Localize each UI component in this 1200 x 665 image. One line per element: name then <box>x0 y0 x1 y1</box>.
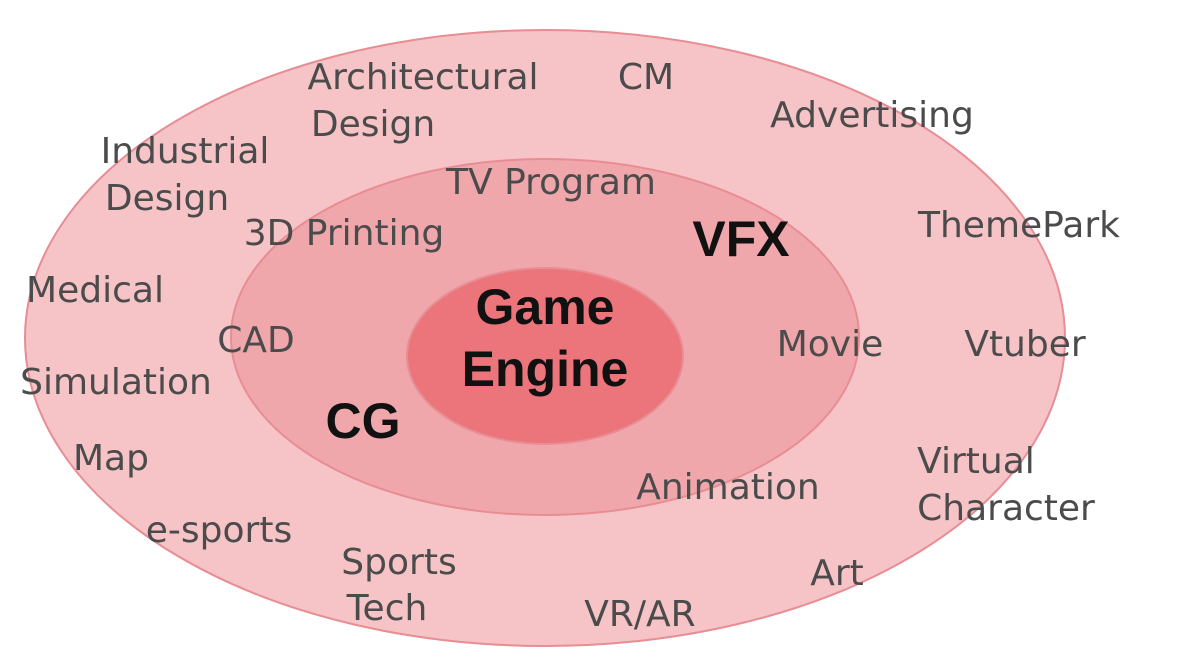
3d-printing-label: 3D Printing <box>244 213 445 254</box>
map-label: Map <box>73 438 149 479</box>
cm-label: CM <box>618 57 674 98</box>
core-label-engine: Engine <box>462 341 629 397</box>
vtuber-label: Vtuber <box>964 324 1086 365</box>
inner-ellipse <box>406 267 684 445</box>
advertising-label: Advertising <box>770 95 974 136</box>
art-label: Art <box>810 553 864 594</box>
virtual-character-label: Character <box>917 488 1095 529</box>
animation-label: Animation <box>636 467 820 508</box>
e-sports-label: e-sports <box>146 510 292 551</box>
architectural-label: Architectural <box>307 57 538 98</box>
tv-program-label: TV Program <box>445 162 656 203</box>
vr-ar-label: VR/AR <box>584 594 695 635</box>
industrial-label: Industrial <box>101 131 270 172</box>
cg-label: CG <box>326 393 401 449</box>
architectural-design-label: Design <box>311 104 435 145</box>
theme-park-label: ThemePark <box>917 205 1120 246</box>
virtual-label: Virtual <box>917 441 1035 482</box>
core-label-game: Game <box>476 279 615 335</box>
sports-tech-label: Tech <box>346 588 428 629</box>
cad-label: CAD <box>217 320 294 361</box>
movie-label: Movie <box>777 324 884 365</box>
sports-label: Sports <box>341 542 456 583</box>
medical-label: Medical <box>26 270 164 311</box>
vfx-label: VFX <box>692 211 789 267</box>
industrial-design-label: Design <box>105 178 229 219</box>
simulation-label: Simulation <box>20 362 212 403</box>
